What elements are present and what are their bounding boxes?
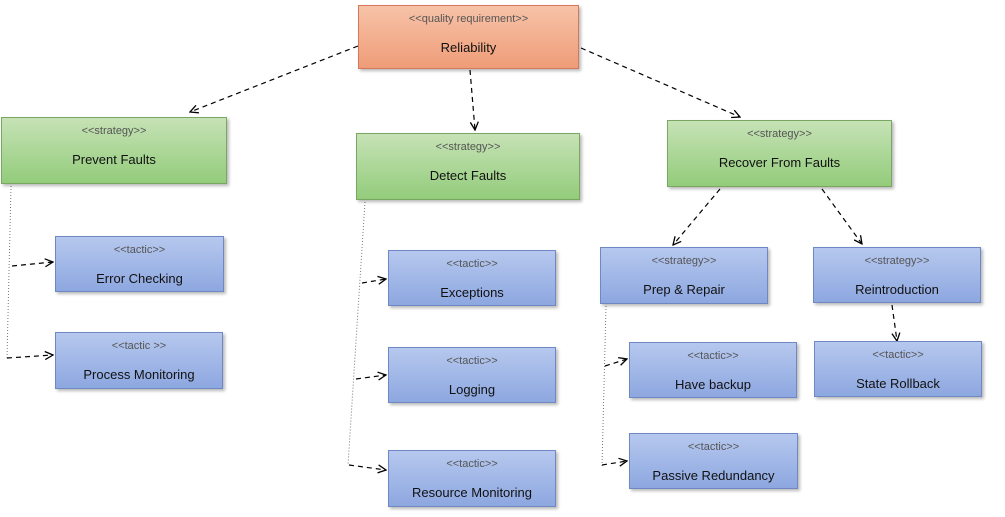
stereotype-label: <<quality requirement>> — [408, 13, 529, 25]
node-name: Detect Faults — [429, 168, 507, 183]
edge-prep-have-backup — [604, 359, 627, 367]
stereotype-label: <<strategy>> — [435, 141, 501, 153]
stereotype-label: <<tactic>> — [446, 458, 498, 470]
edge-reliability-detect — [469, 69, 475, 130]
exceptions-node[interactable]: <<tactic>> Exceptions — [388, 250, 556, 306]
spine-prevent — [6, 185, 12, 359]
node-name: Logging — [448, 382, 496, 397]
resource-monitoring-node[interactable]: <<tactic>> Resource Monitoring — [388, 450, 556, 507]
node-name: Process Monitoring — [83, 367, 195, 382]
stereotype-label: <<tactic>> — [687, 441, 740, 453]
detect-faults-node[interactable]: <<strategy>> Detect Faults — [356, 133, 580, 200]
error-checking-node[interactable]: <<tactic>> Error Checking — [55, 236, 224, 292]
reliability-node[interactable]: <<quality requirement>> Reliability — [358, 5, 579, 69]
edge-reliability-prevent — [190, 45, 359, 112]
logging-node[interactable]: <<tactic>> Logging — [388, 347, 556, 403]
recover-from-faults-node[interactable]: <<strategy>> Recover From Faults — [667, 120, 892, 187]
stereotype-label: <<strategy>> — [81, 125, 147, 137]
node-name: Reintroduction — [855, 282, 939, 297]
spine-prep-repair — [601, 305, 607, 467]
stereotype-label: <<tactic>> — [687, 350, 739, 362]
edge-detect-logging — [355, 375, 386, 379]
node-name: Reliability — [440, 40, 497, 55]
node-name: Resource Monitoring — [412, 485, 532, 500]
node-name: Have backup — [675, 377, 751, 392]
edge-prevent-process-monitoring — [6, 355, 53, 358]
edge-recover-prep-repair — [673, 188, 721, 245]
edge-prep-passive-redundancy — [601, 461, 627, 465]
node-name: Exceptions — [440, 285, 504, 300]
stereotype-label: <<strategy>> — [747, 128, 812, 140]
edge-reliability-recover — [580, 47, 740, 117]
node-name: Prep & Repair — [643, 282, 725, 297]
node-name: Passive Redundancy — [652, 468, 775, 483]
passive-redundancy-node[interactable]: <<tactic>> Passive Redundancy — [629, 433, 798, 489]
have-backup-node[interactable]: <<tactic>> Have backup — [629, 342, 797, 398]
edge-recover-reintroduction — [821, 188, 862, 244]
prevent-faults-node[interactable]: <<strategy>> Prevent Faults — [1, 117, 227, 184]
edge-prevent-error-checking — [11, 262, 53, 266]
stereotype-label: <<tactic>> — [446, 258, 498, 270]
edge-detect-resource-monitoring — [348, 464, 386, 470]
node-name: Recover From Faults — [718, 155, 841, 170]
stereotype-label: <<tactic >> — [111, 340, 167, 352]
stereotype-label: <<tactic>> — [872, 349, 924, 361]
reintroduction-node[interactable]: <<strategy>> Reintroduction — [813, 247, 981, 303]
stereotype-label: <<tactic>> — [113, 244, 166, 256]
stereotype-label: <<strategy>> — [864, 255, 930, 267]
prep-repair-node[interactable]: <<strategy>> Prep & Repair — [600, 247, 768, 304]
edge-reintroduction-rollback — [892, 304, 897, 341]
edge-detect-exceptions — [361, 279, 386, 283]
stereotype-label: <<tactic>> — [446, 355, 498, 367]
stereotype-label: <<strategy>> — [651, 255, 717, 267]
node-name: State Rollback — [856, 376, 940, 391]
state-rollback-node[interactable]: <<tactic>> State Rollback — [814, 341, 982, 397]
node-name: Prevent Faults — [72, 152, 156, 167]
node-name: Error Checking — [96, 271, 183, 286]
spine-detect — [347, 201, 366, 466]
process-monitoring-node[interactable]: <<tactic >> Process Monitoring — [55, 332, 223, 389]
